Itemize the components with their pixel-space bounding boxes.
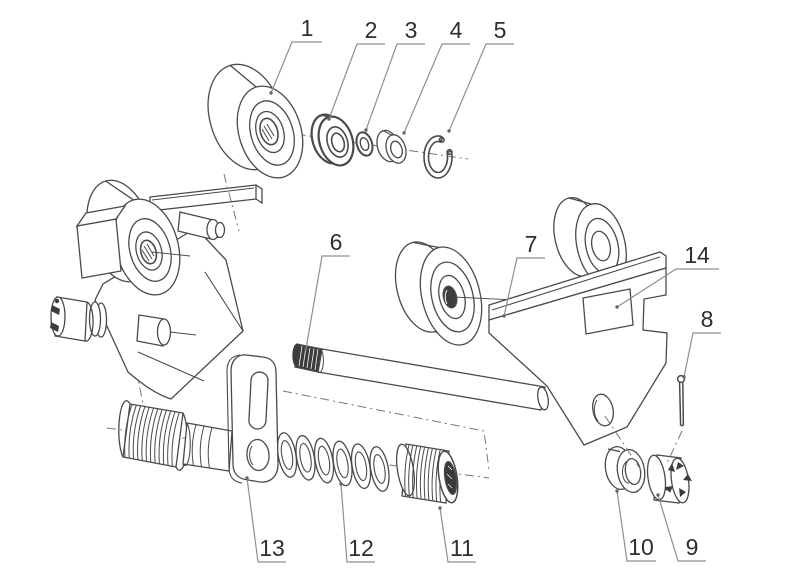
track-wheel-right-exploded <box>394 241 517 346</box>
bracket-hole <box>246 438 270 472</box>
right-side-plate <box>488 251 668 446</box>
suspension-shaft <box>292 343 549 411</box>
axis-shaft-to-sleeve <box>282 390 490 471</box>
axis-pin-to-nut <box>666 430 683 464</box>
part-label-14: 14 <box>684 242 710 268</box>
axis-hole-to-nut <box>604 415 642 471</box>
top-bracket-bar <box>149 184 263 212</box>
spacer-collar <box>376 129 407 164</box>
threaded-sleeve <box>395 443 459 504</box>
suspension-bracket <box>226 354 279 484</box>
rod-thread-lines <box>124 404 180 467</box>
part-label-9: 9 <box>686 534 699 560</box>
wheel-bore-line <box>151 251 191 257</box>
circlip <box>423 135 453 179</box>
center-axes-front <box>223 173 683 471</box>
bracket-slot <box>248 371 269 430</box>
part-label-8: 8 <box>701 306 714 332</box>
mounted-wheel-right <box>553 197 627 287</box>
part-label-7: 7 <box>525 231 538 257</box>
shoulder-rib-lines <box>191 424 213 469</box>
left-side-plate-assembly <box>50 179 263 400</box>
plate-hole <box>592 393 614 427</box>
part-label-6: 6 <box>330 229 343 255</box>
part-number-labels: 1 2 3 4 5 6 7 8 9 10 11 12 13 14 <box>259 15 713 561</box>
flat-washer <box>604 446 646 493</box>
threaded-rod <box>118 400 233 472</box>
side-slab <box>75 205 127 279</box>
part-label-10: 10 <box>628 534 654 560</box>
part-label-4: 4 <box>450 17 463 43</box>
bore-hatch <box>141 243 155 262</box>
lower-boss <box>136 314 197 347</box>
leader-lines <box>246 41 721 563</box>
part-label-13: 13 <box>259 535 285 561</box>
part-label-5: 5 <box>494 17 507 43</box>
leader-dots <box>245 91 686 510</box>
part-label-12: 12 <box>348 535 374 561</box>
ball-bearing <box>310 113 355 167</box>
washer-small <box>355 131 374 157</box>
axle-stud <box>177 211 226 241</box>
part-label-2: 2 <box>365 17 378 43</box>
part-label-11: 11 <box>450 535 474 561</box>
castle-nut <box>646 454 692 504</box>
track-wheel <box>207 63 304 179</box>
part-label-3: 3 <box>405 17 418 43</box>
nameplate <box>582 288 634 335</box>
assembled-castle-nut <box>50 296 94 342</box>
split-pin <box>676 374 686 427</box>
spring-washer-stack <box>276 432 390 492</box>
wheel-set-exploded <box>207 63 453 179</box>
part-label-1: 1 <box>301 15 314 41</box>
